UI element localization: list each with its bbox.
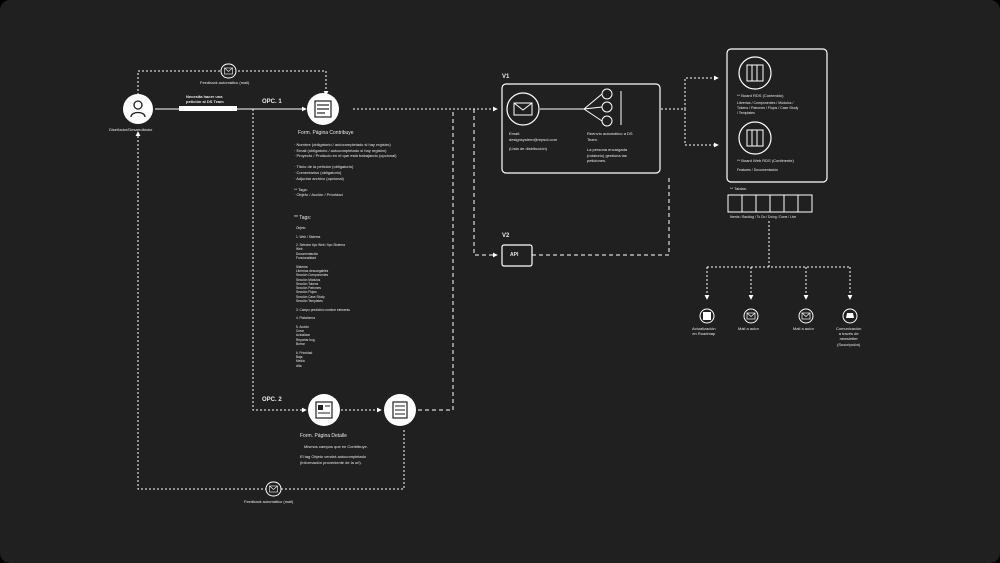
v2-label: V2 xyxy=(502,233,510,239)
board1-desc: Librerías / Componentes / Módulos / Toke… xyxy=(737,101,799,115)
opc1-opc2-connector xyxy=(252,109,307,413)
need-label-line1: Necesita hacer una xyxy=(186,94,223,99)
detail-form-icon xyxy=(384,394,416,426)
form2-line1: Mismos campos que en Contribuye. xyxy=(304,444,368,449)
board-content-icon xyxy=(738,56,772,90)
v1-resend: Reenvío automático a DS Team. xyxy=(587,131,633,142)
tablas-columns: Needs / Backlog / To Do / Doing / Done /… xyxy=(730,215,797,219)
form-page-icon xyxy=(307,93,339,125)
v1-person: La persona encargada (rotatorio) gestion… xyxy=(587,147,628,164)
form1-fields: · Nombre (obligatorio / autocompletado s… xyxy=(294,142,397,198)
output-roadmap-label: Actualización en Roadmap xyxy=(692,326,716,337)
output-newsletter-label: Comunicación a través de newsletter (Sus… xyxy=(836,326,862,347)
form1-title: Form. Página Contribuye xyxy=(298,130,354,136)
form2-line2: El tag Objeto vendrá autocompletado (inf… xyxy=(300,454,367,465)
v1-email: Email: designsystem@repsol.com xyxy=(509,131,558,142)
form1-tags-body: Objeto 1. Web / Sistema 2. Selector tipo… xyxy=(296,226,351,368)
top-feedback-mail-icon xyxy=(220,63,237,79)
user-icon xyxy=(123,94,153,124)
email-icon xyxy=(506,92,540,126)
form2-title: Form. Página Detalle xyxy=(300,433,347,439)
need-request-bar xyxy=(179,106,237,111)
v1-to-v2-connector xyxy=(473,109,498,258)
bottom-feedback-mail-icon xyxy=(265,481,282,497)
v1-branch-lines xyxy=(540,93,603,122)
need-label-line2: petición al DS Team xyxy=(186,99,224,104)
board-web-icon xyxy=(738,121,772,155)
output-mail2-label: Mail a autor xyxy=(793,326,814,331)
top-feedback-label: Feedback automático (mail) xyxy=(200,80,250,85)
newsletter-icon xyxy=(842,308,858,324)
tablas-grid xyxy=(727,194,813,213)
api-box xyxy=(501,244,533,267)
v1-list: (Lista de distribución) xyxy=(509,146,548,151)
form1-tags-title: ** Tags: xyxy=(294,215,312,221)
board2-title: ** Board Web RDS (Continente) xyxy=(737,158,794,163)
v1-to-board2-connector xyxy=(684,109,719,148)
v1-label: V1 xyxy=(502,74,510,80)
mail-author-icon-2 xyxy=(798,308,814,324)
roadmap-icon xyxy=(699,308,715,324)
form2-to-v1-connector xyxy=(418,109,454,411)
opc1-label: OPC. 1 xyxy=(262,99,282,105)
api-label: API xyxy=(510,252,519,258)
team-member-icons xyxy=(601,88,613,127)
v2-to-v1-connector xyxy=(532,176,670,256)
detail-page-icon xyxy=(308,394,340,426)
tablas-title: ** Tablas: xyxy=(730,186,747,191)
v1-to-boards-connector xyxy=(661,75,719,110)
bottom-feedback-label: Feedback automático (mail) xyxy=(244,499,294,504)
opc2-label: OPC. 2 xyxy=(262,397,282,403)
board2-desc: Features / Documentación xyxy=(737,168,779,172)
output-mail1-label: Mail a autor xyxy=(738,326,759,331)
mail-author-icon xyxy=(743,308,759,324)
board1-title: ** Board RDS (Contenido) xyxy=(737,93,784,98)
user-label: Diseñador/Desarrollador xyxy=(109,127,153,132)
